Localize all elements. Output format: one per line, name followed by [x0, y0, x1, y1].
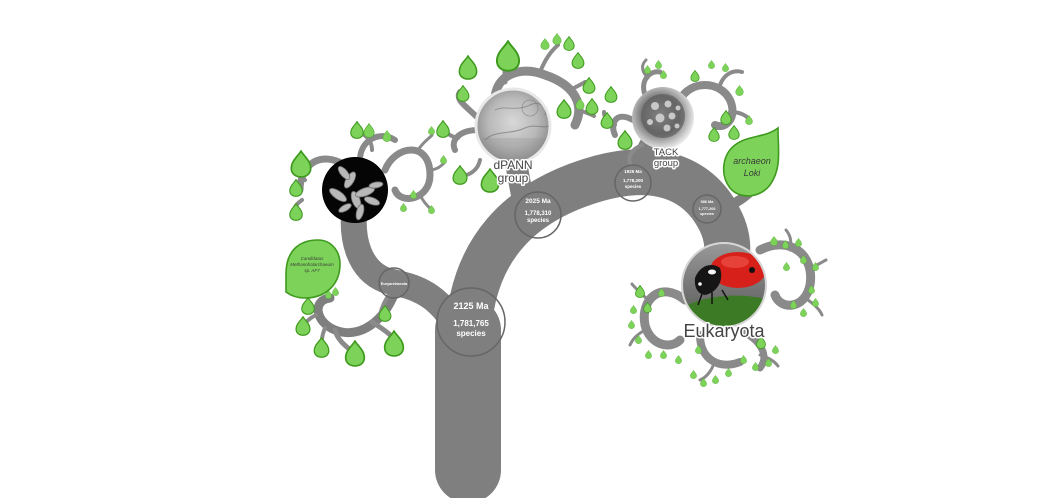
leaf-label-line1: Candidatus: [301, 256, 325, 261]
node-loki-split[interactable]: 586 Ma 1,777,200 species: [692, 194, 722, 224]
node-count: 1,778,200: [623, 178, 644, 183]
clade-label: Eukaryota: [683, 321, 765, 341]
clade-euryarchaeota-image[interactable]: [320, 155, 390, 225]
leaf-label-line3: sp. AF7: [304, 268, 320, 273]
node-count: 1,781,765: [453, 319, 489, 328]
leaf-loki[interactable]: archaeon Loki: [722, 126, 780, 197]
node-unit: species: [456, 329, 486, 338]
node-tack-split[interactable]: 1925 Ma 1,778,200 species: [614, 164, 652, 202]
leaf-label-line1: archaeon: [733, 156, 771, 166]
tack-cell-icon: [641, 94, 685, 138]
node-unit: species: [700, 212, 714, 216]
node-age: 1925 Ma: [624, 169, 642, 174]
clade-label-line1: TACK: [654, 147, 679, 158]
clade-eukaryota[interactable]: Eukaryota: [680, 242, 770, 343]
clade-label-line2: group: [498, 171, 529, 185]
node-count: 1,777,200: [699, 207, 716, 211]
node-unit: species: [625, 184, 642, 189]
rod-shaped-archaea-icon: [323, 158, 387, 222]
clade-label-line2: group: [654, 158, 678, 169]
node-unit: species: [527, 218, 550, 224]
clade-label-line1: dPANN: [493, 158, 532, 172]
node-age: 2025 Ma: [525, 198, 551, 205]
node-count: 1,778,310: [525, 211, 552, 217]
node-euryarchaeota[interactable]: Euryarchaeota: [378, 267, 410, 299]
leaf-methanohalarchaeum[interactable]: Candidatus Methanohalarchaeum sp. AF7: [285, 239, 341, 299]
leaf-label-line2: Methanohalarchaeum: [290, 262, 334, 267]
node-root[interactable]: 2125 Ma 1,781,765 species: [436, 287, 506, 357]
trunk: [299, 116, 757, 503]
node-age: 586 Ma: [701, 200, 715, 204]
node-dpann-split[interactable]: 2025 Ma 1,778,310 species: [514, 191, 562, 239]
clade-dpann[interactable]: dPANN group: [474, 87, 552, 187]
clade-tack[interactable]: TACK group: [632, 87, 694, 171]
node-age: 2125 Ma: [453, 301, 489, 311]
node-label: Euryarchaeota: [381, 282, 408, 286]
leaf-label-line2: Loki: [744, 168, 762, 178]
